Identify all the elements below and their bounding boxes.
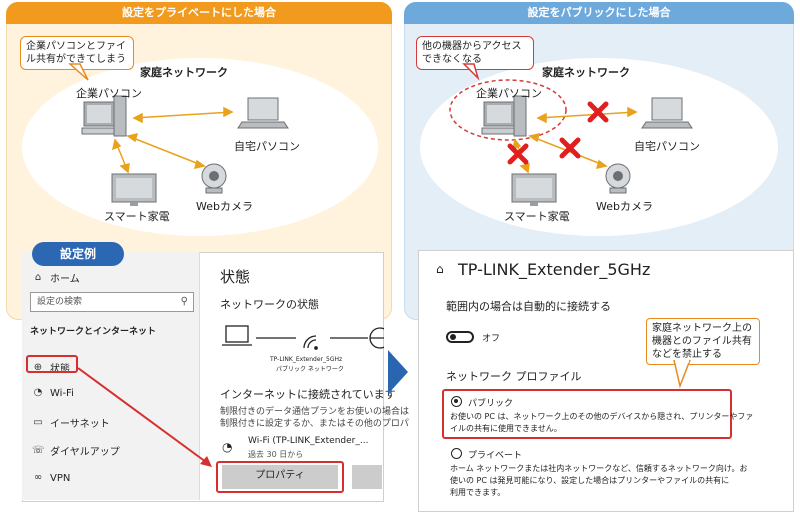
- public-option-highlight: [442, 389, 732, 439]
- properties-highlight: [216, 461, 344, 493]
- wifi-signal-icon: [303, 335, 318, 350]
- corp-pc-icon-right: [481, 95, 527, 137]
- private-desc-1: ホーム ネットワークまたは社内ネットワークなど、信頼するネットワーク向け。お: [450, 464, 748, 473]
- profile-heading: ネットワーク プロファイル: [446, 370, 582, 383]
- secondary-button[interactable]: [352, 465, 382, 489]
- wifi-connection-icon: ◔: [222, 440, 233, 454]
- private-radio[interactable]: [451, 448, 462, 459]
- home-network-area-right: [420, 58, 778, 236]
- sidebar-item-status[interactable]: ⊕ 状態: [33, 361, 70, 376]
- public-callout: 他の機器からアクセスできなくなる: [416, 36, 534, 70]
- home-network-area-left: [22, 58, 378, 236]
- phone-icon: ☏: [32, 444, 45, 456]
- webcam-icon-left: [201, 163, 227, 194]
- private-desc-2: 使いの PC は発見可能になり、設定した場合はプリンターやファイルの共有に: [450, 476, 730, 485]
- callout-tail-left: [68, 63, 89, 81]
- webcam-label-right: Webカメラ: [596, 200, 653, 213]
- private-label: プライベート: [468, 451, 523, 461]
- smart-device-icon-right: [511, 173, 557, 206]
- globe-icon: ⊕: [33, 361, 43, 373]
- right-callout-tail: [673, 360, 691, 389]
- home-network-label-right: 家庭ネットワーク: [542, 66, 630, 79]
- toggle-state-label: オフ: [482, 334, 501, 344]
- home-icon: ⌂: [34, 271, 42, 283]
- network-title: TP-LINK_Extender_5GHz: [458, 260, 651, 279]
- connection-arrows-left: [111, 106, 234, 174]
- search-icon: ⚲: [180, 296, 188, 307]
- settings-window-right: [418, 250, 794, 512]
- public-radio[interactable]: [451, 396, 462, 407]
- guide-arrow: [77, 367, 212, 467]
- status-ssid: TP-LINK_Extender_5GHz: [270, 356, 343, 363]
- smart-device-icon-left: [111, 173, 157, 206]
- settings-search-input[interactable]: 設定の検索 ⚲: [30, 292, 194, 312]
- public-label: パブリック: [468, 399, 514, 409]
- network-status-diagram: [222, 325, 384, 350]
- transition-arrow: [388, 350, 408, 394]
- wifi-connection-name: Wi-Fi (TP-LINK_Extender_...: [248, 436, 369, 446]
- smart-device-label-right: スマート家電: [504, 210, 570, 223]
- metered-desc-1: 制限付きのデータ通信プランをお使いの場合は: [220, 407, 410, 417]
- home-laptop-icon-left: [237, 97, 289, 129]
- sidebar-item-home[interactable]: ⌂ ホーム: [32, 270, 80, 286]
- private-diagram: [68, 63, 289, 206]
- auto-connect-label: 範囲内の場合は自動的に接続する: [446, 300, 611, 313]
- private-desc-3: 利用できます。: [450, 488, 506, 497]
- home-laptop-icon-right: [641, 97, 693, 129]
- sidebar-item-dialup[interactable]: ☏ ダイヤルアップ: [32, 444, 120, 459]
- connected-status: インターネットに接続されています: [220, 388, 396, 401]
- ethernet-icon: ▭: [33, 416, 43, 428]
- public-diagram: [449, 63, 693, 206]
- properties-button[interactable]: プロパティ: [222, 465, 338, 489]
- blocked-x-icons: [507, 101, 609, 165]
- home-pc-label-left: 自宅パソコン: [234, 140, 300, 153]
- example-tag: 設定例: [32, 242, 124, 266]
- callout-tail-right: [462, 63, 480, 81]
- public-desc-2: イルの共有に使用できません。: [450, 424, 562, 433]
- private-panel-header: 設定をプライベートにした場合: [6, 2, 392, 24]
- auto-connect-toggle[interactable]: [446, 331, 474, 343]
- home-pc-label-right: 自宅パソコン: [634, 140, 700, 153]
- isolation-ring: [449, 79, 567, 141]
- public-desc-1: お使いの PC は、ネットワーク上のその他のデバイスから隠され、プリンターやファ: [450, 412, 754, 421]
- sidebar-section-title: ネットワークとインターネット: [30, 327, 157, 337]
- wifi-icon: ◔: [33, 387, 43, 398]
- right-callout: 家庭ネットワーク上の機器とのファイル共有などを禁止する: [646, 318, 760, 365]
- webcam-icon-right: [605, 163, 631, 194]
- settings-page-title: 状態: [220, 268, 251, 286]
- laptop-icon: [222, 325, 252, 346]
- corp-pc-label-right: 企業パソコン: [476, 87, 542, 100]
- sidebar-item-ethernet[interactable]: ▭ イーサネット: [33, 416, 110, 431]
- home-network-label-left: 家庭ネットワーク: [140, 66, 228, 79]
- smart-device-label-left: スマート家電: [104, 210, 170, 223]
- corp-pc-label-left: 企業パソコン: [76, 87, 142, 100]
- home-icon-right[interactable]: ⌂: [436, 262, 444, 276]
- public-panel-header: 設定をパブリックにした場合: [404, 2, 794, 24]
- corp-pc-icon-left: [81, 95, 127, 137]
- network-status-heading: ネットワークの状態: [220, 298, 319, 311]
- metered-desc-2: 制限付きに設定するか、またはその他のプロパ: [220, 419, 409, 429]
- sidebar-item-vpn[interactable]: ∞ VPN: [33, 472, 71, 484]
- wifi-usage-period: 過去 30 日から: [248, 450, 304, 459]
- webcam-label-left: Webカメラ: [196, 200, 253, 213]
- status-network-type: パブリック ネットワーク: [276, 366, 344, 373]
- sidebar-item-wifi[interactable]: ◔ Wi-Fi: [33, 387, 74, 399]
- globe-icon-status: [369, 327, 384, 349]
- status-highlight: [26, 355, 78, 373]
- vpn-icon: ∞: [33, 472, 43, 483]
